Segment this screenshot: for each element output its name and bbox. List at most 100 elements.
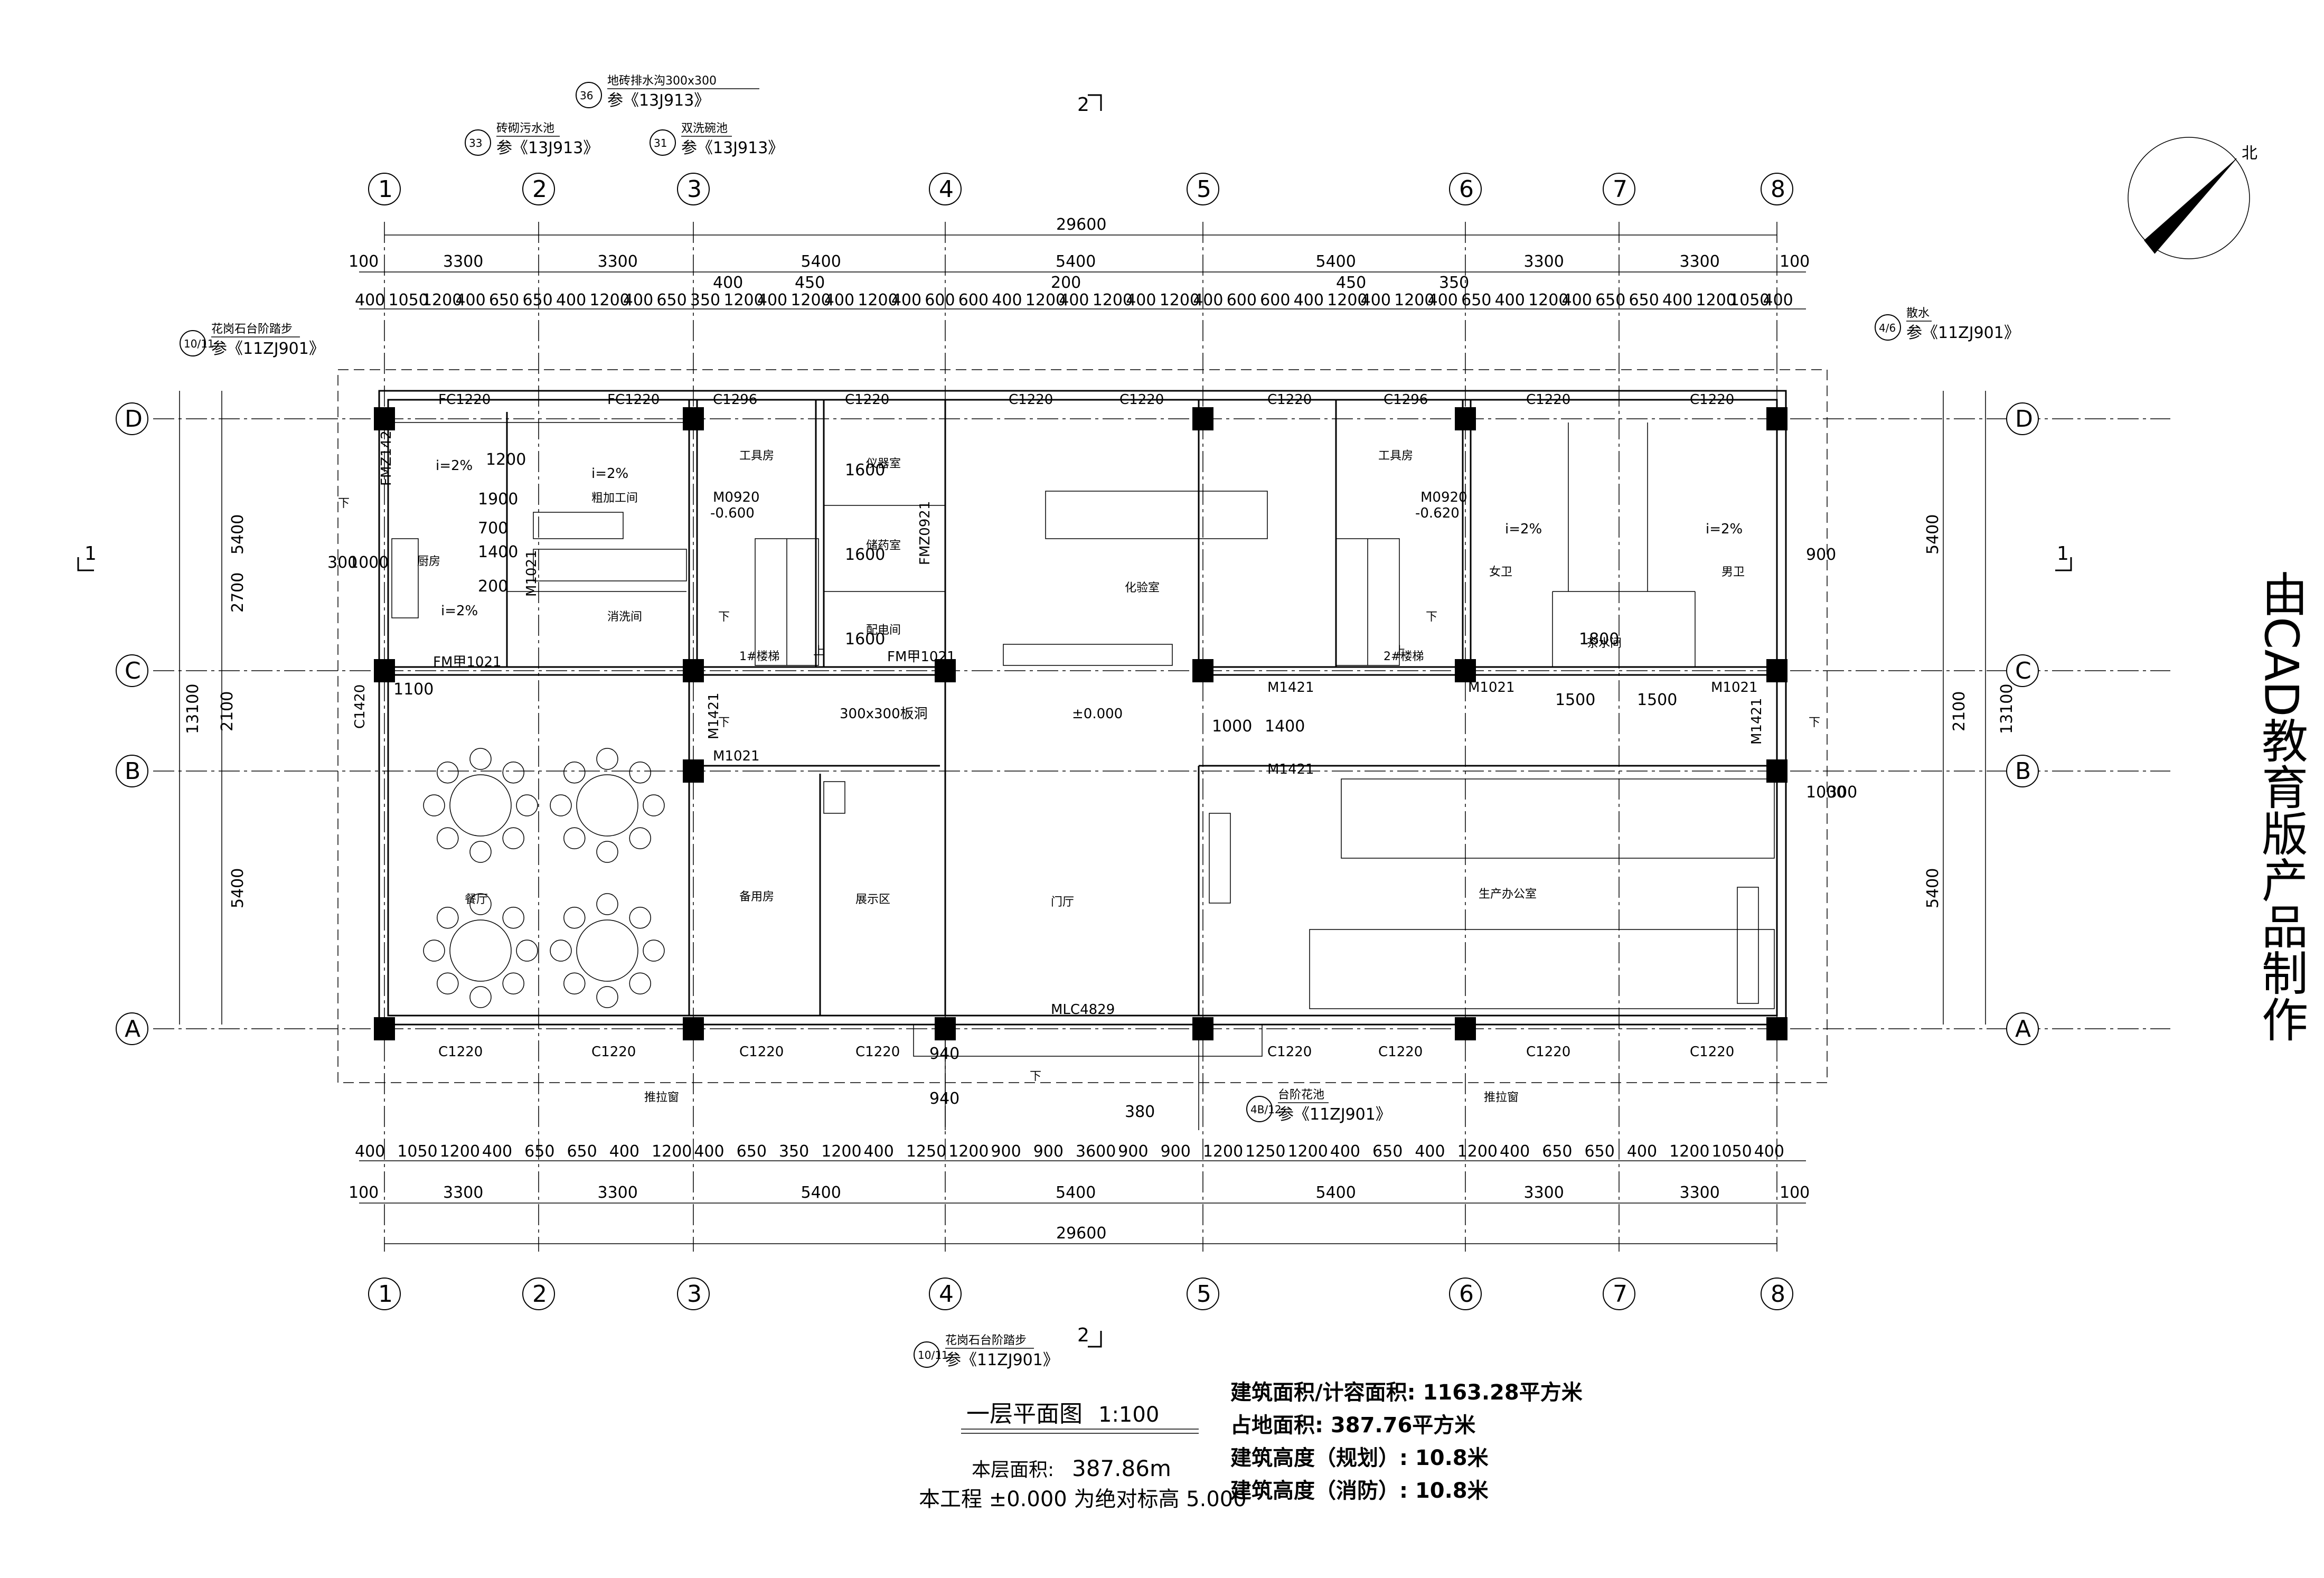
door-tag: M1421: [1749, 698, 1765, 745]
stair-down-tag: 下: [1030, 1070, 1041, 1083]
column: [935, 1017, 956, 1040]
room-label-tool1: 工具房: [739, 449, 774, 463]
note-bubble: [1246, 1096, 1273, 1122]
dim-small: 400: [1330, 1142, 1360, 1161]
dining-table: [449, 919, 512, 982]
dining-tables: [423, 748, 665, 1008]
room-label-storage: 储药室: [866, 539, 901, 552]
dim-misc: 1800: [1579, 630, 1619, 649]
dim-misc: 700: [478, 519, 508, 538]
structural-columns: [374, 407, 1787, 1040]
axis-label: 6: [1459, 176, 1474, 203]
dim-small: 400: [824, 291, 854, 309]
chair: [629, 972, 651, 994]
dim-total: 29600: [1056, 1224, 1106, 1243]
axis-grid-lines: [153, 222, 2170, 1252]
dim-small: 1200: [1160, 291, 1200, 309]
note-number: 10/11: [184, 337, 214, 350]
axis-bubble: [116, 1012, 148, 1045]
axis-bubble: [116, 654, 148, 687]
level-tag: ±0.000: [1072, 706, 1123, 722]
room-label-tea: 茶水间: [1587, 637, 1622, 650]
chair: [643, 794, 665, 816]
dim-side: 13100: [184, 684, 202, 734]
chair: [596, 748, 618, 770]
door-tag: FM甲1021: [433, 654, 502, 670]
dim-small: 400: [1562, 291, 1592, 309]
axis-label: 5: [1197, 176, 1211, 203]
dim-bay: 3300: [598, 1184, 638, 1202]
dim-misc: 1000: [349, 553, 389, 572]
axis-label: 3: [687, 176, 702, 203]
note-bubble: [650, 129, 676, 156]
elevation-note: 本工程 ±0.000 为绝对标高 5.000: [919, 1487, 1247, 1511]
window-tag: C1296: [1384, 392, 1428, 408]
note-title: 砖砌污水池: [496, 122, 554, 135]
dim-small: 350: [779, 1142, 809, 1161]
dim-bay: 5400: [1056, 1184, 1096, 1202]
room-label-wc-f: 女卫: [1489, 566, 1512, 579]
dim-small: 650: [737, 1142, 767, 1161]
info-line: 建筑面积/计容面积: 1163.28平方米: [1230, 1380, 1583, 1405]
axis-label: 4: [939, 1281, 954, 1308]
door-tag: M1021: [1711, 680, 1758, 696]
window-tag: C1220: [1267, 1044, 1312, 1060]
window-tag: C1220: [1690, 392, 1734, 408]
stair-down-tag: 下: [1426, 610, 1437, 624]
axis-bubble: [116, 402, 148, 435]
dim-misc: 940: [929, 1045, 959, 1063]
dim-misc: 900: [1806, 546, 1836, 564]
window-tag: C1220: [591, 1044, 636, 1060]
room-label-lobby: 门厅: [1051, 896, 1074, 909]
dim-bay: 3300: [1524, 1184, 1564, 1202]
dim-small: 400: [1193, 291, 1223, 309]
dim-small: 1200: [1203, 1142, 1243, 1161]
dim-misc: 1900: [478, 490, 518, 509]
dim-small: 650: [522, 291, 552, 309]
dim-side: 5400: [229, 868, 247, 908]
note-number: 31: [654, 137, 667, 149]
window-tag: C1220: [1009, 392, 1053, 408]
note-number: 33: [469, 137, 482, 149]
chair: [596, 986, 618, 1008]
column: [1455, 659, 1476, 682]
note-bubble: [465, 129, 491, 156]
dim-small: 1200: [791, 291, 831, 309]
axis-label: 5: [1197, 1281, 1211, 1308]
chair: [516, 940, 538, 962]
chair: [502, 907, 524, 929]
dining-table: [449, 774, 512, 837]
dim-misc: 1500: [1637, 691, 1677, 709]
dim-bay: 5400: [801, 1184, 841, 1202]
axis-label: 3: [687, 1281, 702, 1308]
room-label-stair2: 2#楼梯: [1384, 650, 1424, 663]
dim-misc: 940: [929, 1089, 959, 1108]
window-tag: C1220: [855, 1044, 900, 1060]
axis-label: 1: [378, 1281, 393, 1308]
note-number: 36: [580, 89, 593, 102]
slope-tag: i=2%: [441, 603, 478, 619]
building-structure: [337, 369, 1828, 1130]
dim-small: 650: [524, 1142, 554, 1161]
dim-small: 400: [1495, 291, 1525, 309]
dim-small: 400: [609, 1142, 639, 1161]
dim-small: 600: [958, 291, 989, 309]
door-tag: M1021: [713, 748, 760, 764]
window-note: 推拉窗: [644, 1091, 679, 1104]
dim-small: 900: [1033, 1142, 1064, 1161]
dim-misc: 380: [1125, 1103, 1155, 1121]
north-label: 北: [2242, 144, 2257, 163]
axis-bubble: [1761, 1278, 1793, 1310]
dim-side: 5400: [1924, 514, 1942, 555]
dim-small: 400: [1294, 291, 1324, 309]
dim-small: 1200: [1287, 1142, 1328, 1161]
note-bubble: [914, 1341, 940, 1368]
axis-bubble: [1187, 1278, 1219, 1310]
dim-small: 350: [690, 291, 720, 309]
chair: [502, 827, 524, 849]
north-arrow: 北: [2128, 137, 2257, 259]
dim-misc: 200: [478, 577, 508, 596]
dim-bay: 3300: [443, 252, 483, 271]
dim-misc: 300: [1827, 783, 1857, 802]
